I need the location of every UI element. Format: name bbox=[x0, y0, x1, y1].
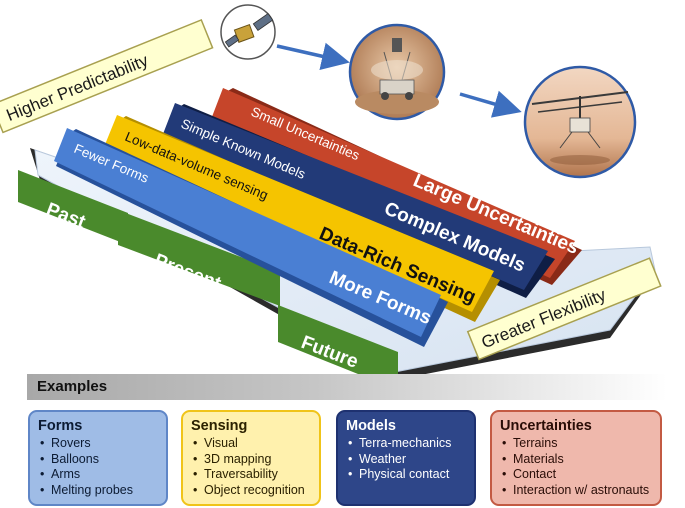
list-item: Rovers bbox=[40, 436, 158, 452]
list-item: Arms bbox=[40, 467, 158, 483]
list-item: 3D mapping bbox=[193, 452, 311, 468]
lander-photo-icon bbox=[348, 23, 446, 121]
uncertainties-list: Terrains Materials Contact Interaction w… bbox=[500, 436, 652, 498]
list-item: Physical contact bbox=[348, 467, 466, 483]
list-item: Balloons bbox=[40, 452, 158, 468]
list-item: Visual bbox=[193, 436, 311, 452]
higher-predictability-text: Higher Predictability bbox=[4, 51, 152, 125]
list-item: Interaction w/ astronauts bbox=[502, 483, 652, 499]
satellite-icon bbox=[220, 4, 276, 60]
models-examples-card: Models Terra-mechanics Weather Physical … bbox=[336, 410, 476, 506]
models-list: Terra-mechanics Weather Physical contact bbox=[346, 436, 466, 483]
uncertainties-examples-card: Uncertainties Terrains Materials Contact… bbox=[490, 410, 662, 506]
helicopter-photo-icon bbox=[523, 65, 637, 179]
list-item: Object recognition bbox=[193, 483, 311, 499]
list-item: Melting probes bbox=[40, 483, 158, 499]
sensing-list: Visual 3D mapping Traversability Object … bbox=[191, 436, 311, 498]
list-item: Materials bbox=[502, 452, 652, 468]
progression-arrows bbox=[276, 42, 522, 118]
list-item: Contact bbox=[502, 467, 652, 483]
sensing-card-title: Sensing bbox=[191, 418, 248, 434]
forms-list: Rovers Balloons Arms Melting probes bbox=[38, 436, 158, 498]
forms-card-title: Forms bbox=[38, 418, 83, 434]
list-item: Traversability bbox=[193, 467, 311, 483]
uncertainties-card-title: Uncertainties bbox=[500, 418, 592, 434]
examples-header: Examples bbox=[27, 374, 667, 400]
models-card-title: Models bbox=[346, 418, 396, 434]
sensing-examples-card: Sensing Visual 3D mapping Traversability… bbox=[181, 410, 321, 506]
list-item: Terrains bbox=[502, 436, 652, 452]
list-item: Terra-mechanics bbox=[348, 436, 466, 452]
list-item: Weather bbox=[348, 452, 466, 468]
timeline-past: Past bbox=[18, 170, 128, 245]
forms-examples-card: Forms Rovers Balloons Arms Melting probe… bbox=[28, 410, 168, 506]
